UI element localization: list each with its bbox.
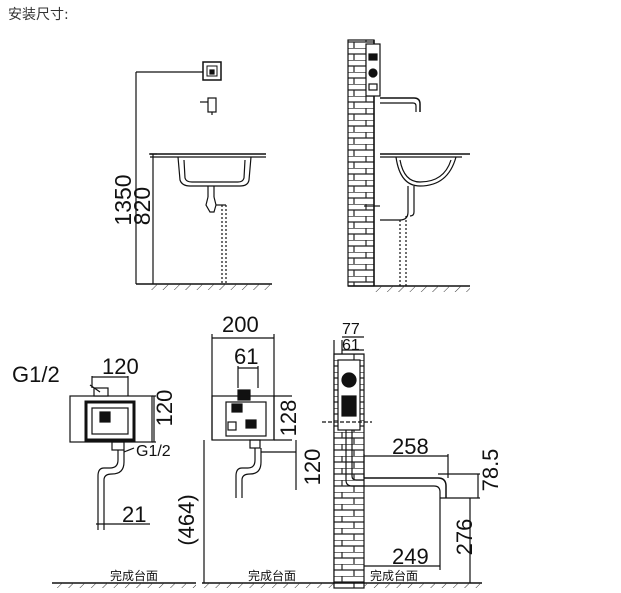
dim-276: 276 [452, 519, 477, 556]
dim-78-5: 78.5 [478, 449, 503, 492]
sensor-panel [202, 61, 222, 81]
dim-21: 21 [122, 502, 146, 527]
section-view [322, 336, 482, 589]
thread-top-label: G1/2 [12, 362, 60, 387]
dim-height-120: 120 [152, 390, 177, 427]
valve-box [211, 395, 275, 441]
basin [177, 156, 252, 187]
surface-label-2: 完成台面 [248, 568, 296, 583]
spout-side [380, 97, 421, 112]
dim-77: 77 [342, 321, 360, 338]
dim-61-section: 61 [342, 337, 360, 354]
spout-section [364, 477, 447, 498]
thread-bottom-label: G1/2 [136, 443, 171, 460]
dim-464: (464) [174, 494, 199, 545]
dim-200: 200 [222, 312, 259, 337]
dim-128: 128 [276, 400, 301, 437]
dim-258: 258 [392, 434, 429, 459]
dim-120-drop: 120 [300, 449, 325, 486]
front-elevation [135, 61, 272, 290]
basin-side [395, 156, 457, 187]
faucet-body [207, 97, 217, 113]
dim-249: 249 [392, 544, 429, 569]
dim-1350: 1350 [110, 174, 136, 225]
box-front-view [52, 376, 196, 588]
mounting-box [69, 395, 153, 443]
box-side-view [202, 334, 334, 588]
dim-820: 820 [129, 187, 155, 225]
surface-label-1: 完成台面 [110, 568, 158, 583]
surface-label-3: 完成台面 [370, 568, 418, 583]
side-elevation [347, 39, 470, 292]
dim-61: 61 [234, 344, 258, 369]
dim-width-120: 120 [102, 354, 139, 379]
section-title: 安装尺寸: [8, 7, 69, 23]
